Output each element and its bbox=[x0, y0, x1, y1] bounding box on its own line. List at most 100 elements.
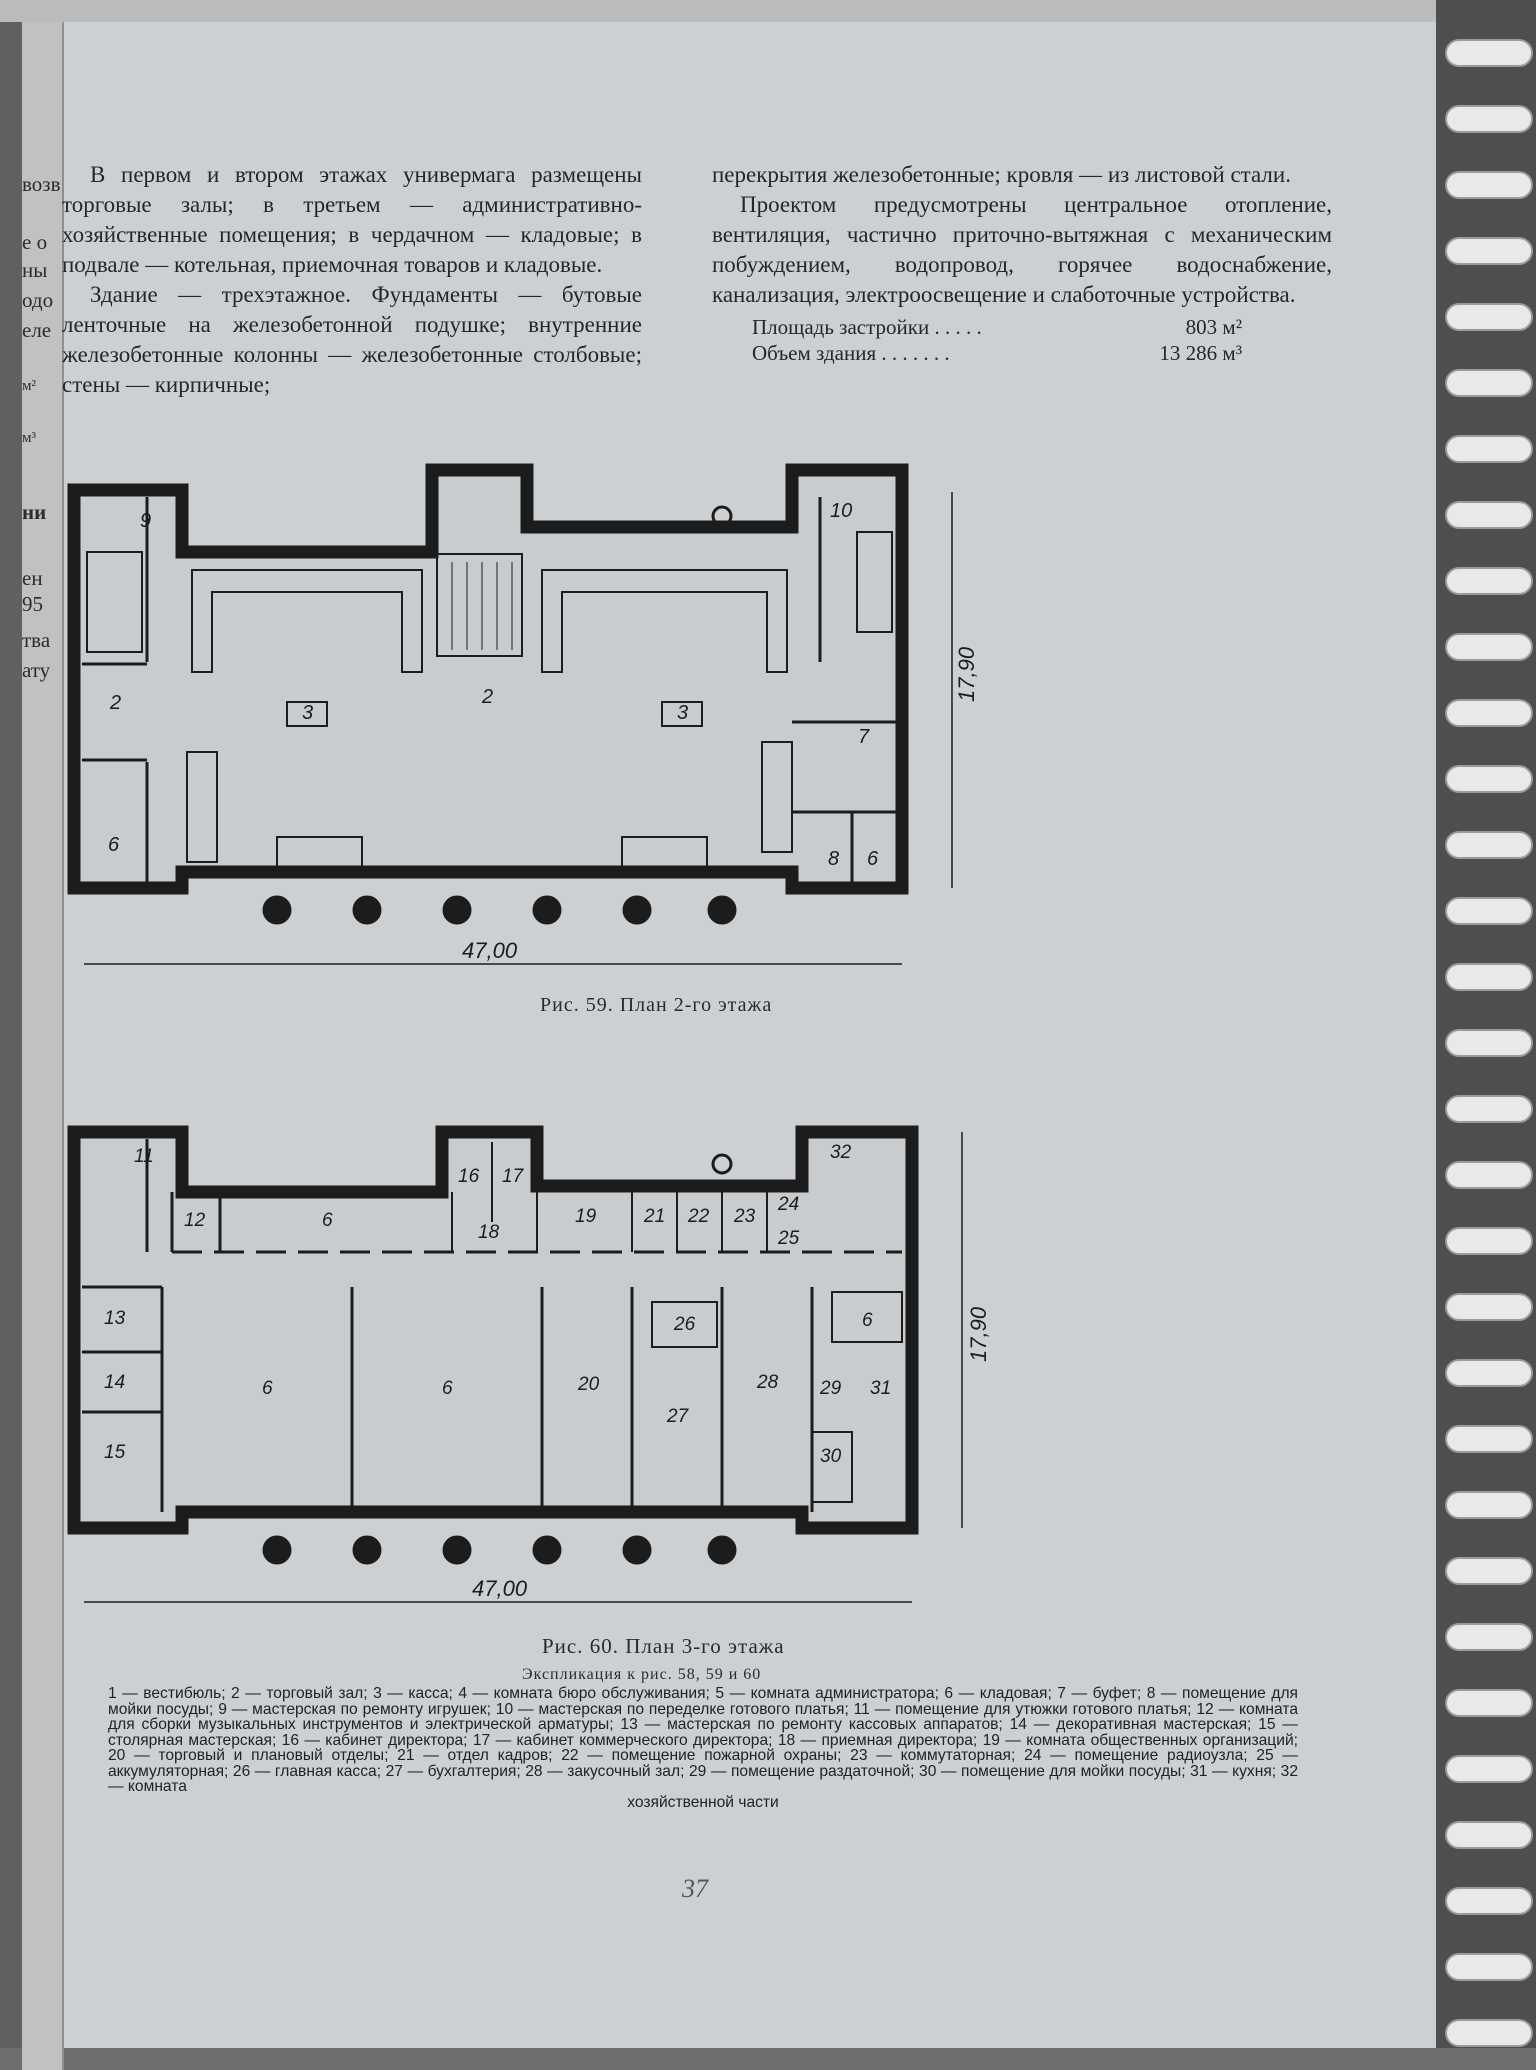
room-label: 26 bbox=[674, 1314, 696, 1335]
legend-last-line: хозяйственной части bbox=[627, 1793, 779, 1811]
left-fragment: ни bbox=[22, 500, 47, 524]
room-label: 31 bbox=[870, 1378, 892, 1399]
spiral-coil bbox=[1445, 633, 1533, 661]
text-column-right: перекрытия железобетонные; кровля — из л… bbox=[712, 160, 1332, 366]
spiral-coil bbox=[1445, 1887, 1533, 1915]
stat-value: 803 м² bbox=[1185, 315, 1242, 339]
dimension-height: 17,90 bbox=[966, 1306, 991, 1362]
spiral-coil bbox=[1445, 171, 1533, 199]
spiral-coil bbox=[1445, 1425, 1533, 1453]
room-label: 15 bbox=[104, 1442, 126, 1463]
dimension-height: 17,90 bbox=[954, 646, 979, 702]
left-fragment: ны bbox=[22, 258, 48, 282]
spiral-binding bbox=[1436, 0, 1536, 2048]
text-column-left: В первом и втором этажах универмага разм… bbox=[62, 160, 642, 400]
spiral-coil bbox=[1445, 567, 1533, 595]
left-fragment: м² bbox=[22, 378, 36, 394]
room-label: 6 bbox=[108, 834, 120, 856]
room-label: 28 bbox=[757, 1372, 779, 1393]
spiral-coil bbox=[1445, 1557, 1533, 1585]
left-fragment: ен bbox=[22, 566, 43, 590]
spiral-coil bbox=[1445, 1293, 1533, 1321]
spiral-coil bbox=[1445, 2019, 1533, 2047]
floor-plan-3rd-floor bbox=[67, 1125, 963, 1603]
room-label: 2 bbox=[110, 692, 122, 714]
left-fragment: м³ bbox=[22, 430, 36, 446]
spiral-coil bbox=[1445, 1029, 1533, 1057]
spiral-coil bbox=[1445, 963, 1533, 991]
spiral-coil bbox=[1445, 369, 1533, 397]
room-label: 6 bbox=[442, 1378, 453, 1399]
room-label: 23 bbox=[734, 1206, 756, 1227]
room-label: 16 bbox=[458, 1166, 480, 1187]
left-fragment: еле bbox=[22, 318, 52, 342]
explication-title: Экспликация к рис. 58, 59 и 60 bbox=[522, 1666, 762, 1683]
left-fragment: е о bbox=[22, 230, 48, 254]
room-label: 13 bbox=[104, 1308, 126, 1329]
left-fragment: одо bbox=[22, 288, 54, 312]
dimension-width: 47,00 bbox=[462, 938, 518, 963]
room-label: 3 bbox=[302, 702, 314, 724]
stat-label: Площадь застройки . . . . . bbox=[752, 315, 982, 339]
left-fragment: ату bbox=[22, 658, 51, 682]
room-label: 18 bbox=[478, 1222, 500, 1243]
spiral-coil bbox=[1445, 831, 1533, 859]
spiral-coil bbox=[1445, 1227, 1533, 1255]
book-page: возв е о ны одо еле м² м³ ни ен 95 тва а… bbox=[22, 22, 1490, 2070]
explication-legend: 1 — вестибюль; 2 — торговый зал; 3 — кас… bbox=[108, 1686, 1298, 1810]
room-label: 14 bbox=[104, 1372, 126, 1393]
room-label: 30 bbox=[820, 1446, 842, 1467]
left-fragment: возв bbox=[22, 172, 61, 196]
spiral-coil bbox=[1445, 237, 1533, 265]
spiral-coil bbox=[1445, 765, 1533, 793]
room-label: 6 bbox=[262, 1378, 273, 1399]
spiral-coil bbox=[1445, 303, 1533, 331]
spiral-coil bbox=[1445, 501, 1533, 529]
room-label: 20 bbox=[578, 1374, 600, 1395]
spiral-coil bbox=[1445, 105, 1533, 133]
room-label: 32 bbox=[830, 1142, 852, 1163]
room-label: 19 bbox=[575, 1206, 597, 1227]
figure-59-caption: Рис. 59. План 2-го этажа bbox=[540, 994, 773, 1016]
plan-60-labels: 11 12 6 16 17 18 19 21 22 23 24 25 32 13… bbox=[22, 1102, 1022, 1622]
figure-60-caption: Рис. 60. План 3-го этажа bbox=[542, 1634, 785, 1658]
room-label: 10 bbox=[830, 500, 853, 522]
room-label: 27 bbox=[667, 1406, 689, 1427]
paragraph: Проектом предусмотрены центральное отопл… bbox=[712, 192, 1332, 307]
spiral-coil bbox=[1445, 1755, 1533, 1783]
spiral-coil bbox=[1445, 897, 1533, 925]
room-label: 29 bbox=[820, 1378, 842, 1399]
stat-row: Объем здания . . . . . . . 13 286 м³ bbox=[752, 340, 1242, 366]
room-label: 25 bbox=[778, 1228, 800, 1249]
room-label: 11 bbox=[134, 1146, 154, 1167]
room-label: 7 bbox=[858, 726, 870, 748]
left-fragment: 95 bbox=[22, 592, 43, 616]
room-label: 2 bbox=[482, 686, 494, 708]
floor-plan-2nd-floor bbox=[67, 463, 953, 965]
stat-value: 13 286 м³ bbox=[1159, 341, 1242, 365]
room-label: 6 bbox=[867, 848, 879, 870]
room-label: 22 bbox=[688, 1206, 710, 1227]
spiral-coil bbox=[1445, 1161, 1533, 1189]
spiral-coil bbox=[1445, 699, 1533, 727]
spiral-coil bbox=[1445, 39, 1533, 67]
spiral-coil bbox=[1445, 1623, 1533, 1651]
stats-block: Площадь застройки . . . . . 803 м² Объем… bbox=[752, 314, 1242, 366]
room-label: 9 bbox=[140, 510, 152, 532]
room-label: 21 bbox=[644, 1206, 666, 1227]
room-label: 8 bbox=[828, 848, 840, 870]
room-label: 12 bbox=[184, 1210, 206, 1231]
stat-label: Объем здания . . . . . . . bbox=[752, 341, 950, 365]
paragraph: перекрытия железобетонные; кровля — из л… bbox=[712, 162, 1291, 187]
left-page-edge: возв е о ны одо еле м² м³ ни ен 95 тва а… bbox=[22, 22, 64, 2070]
room-label: 24 bbox=[778, 1194, 800, 1215]
spiral-coil bbox=[1445, 1359, 1533, 1387]
stat-row: Площадь застройки . . . . . 803 м² bbox=[752, 314, 1242, 340]
room-label: 17 bbox=[502, 1166, 524, 1187]
dimension-width: 47,00 bbox=[472, 1576, 528, 1601]
spiral-coil bbox=[1445, 1491, 1533, 1519]
page-number: 37 bbox=[682, 1874, 708, 1903]
spiral-coil bbox=[1445, 1821, 1533, 1849]
spiral-coil bbox=[1445, 435, 1533, 463]
left-fragment: тва bbox=[22, 628, 51, 652]
